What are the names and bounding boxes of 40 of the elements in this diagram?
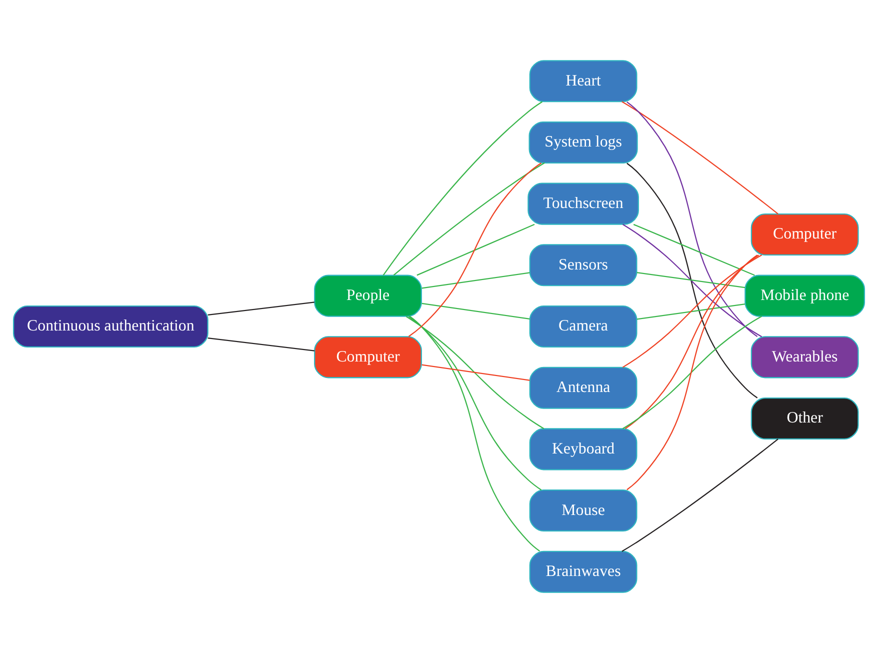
- connector: [421, 364, 530, 381]
- connector: [622, 254, 762, 368]
- connector: [207, 302, 314, 316]
- connector: [416, 224, 534, 276]
- connector: [621, 438, 778, 552]
- node-box: System logs: [528, 121, 638, 164]
- connector: [408, 316, 540, 552]
- node-box: Brainwaves: [528, 550, 637, 593]
- node-box: Sensors: [528, 244, 637, 286]
- node-box: People: [314, 274, 422, 317]
- connector: [421, 272, 530, 289]
- node-box: Continuous authentication: [12, 305, 208, 348]
- connector: [382, 101, 542, 276]
- connector: [622, 316, 762, 430]
- node-box: Touchscreen: [527, 182, 638, 225]
- connector: [632, 224, 754, 276]
- node-box: Mouse: [528, 490, 637, 532]
- node-box: Keyboard: [528, 428, 637, 470]
- connector: [421, 302, 530, 320]
- node-box: Other: [750, 398, 858, 440]
- connector: [408, 162, 542, 337]
- node-box: Computer: [314, 336, 422, 378]
- node-box: Heart: [528, 60, 637, 102]
- node-box: Wearables: [750, 336, 858, 378]
- connector: [621, 101, 778, 214]
- connector: [408, 316, 542, 490]
- connector: [636, 303, 745, 320]
- node-box: Computer: [750, 213, 858, 256]
- connector: [624, 254, 759, 430]
- connector: [405, 316, 544, 430]
- connector: [392, 162, 544, 276]
- connector: [626, 101, 758, 337]
- connector: [622, 224, 762, 338]
- connector: [207, 338, 314, 352]
- node-box: Camera: [528, 305, 637, 348]
- connector: [626, 162, 758, 398]
- node-box: Mobile phone: [744, 274, 865, 317]
- connector: [626, 254, 758, 490]
- node-box: Antenna: [528, 366, 637, 409]
- connector: [636, 272, 745, 288]
